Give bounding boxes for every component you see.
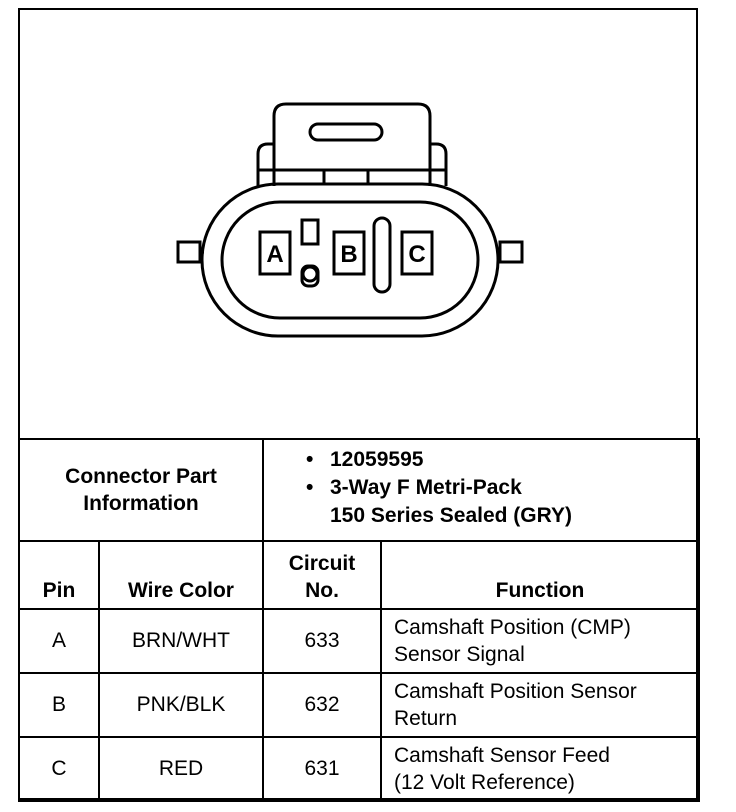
wire-color-cell: RED <box>98 736 264 802</box>
function-cell: Camshaft Sensor Feed (12 Volt Reference) <box>379 736 701 802</box>
pin-label-a: A <box>266 241 283 268</box>
function-line: Sensor Signal <box>394 643 525 666</box>
key-slot <box>300 218 320 246</box>
header-wire-color: Wire Color <box>98 540 264 610</box>
header-circuit: Circuit No. <box>262 540 382 610</box>
connector-latch <box>272 102 432 186</box>
pin-label-c: C <box>408 241 425 268</box>
function-cell: Camshaft Position Sensor Return <box>379 672 701 738</box>
header-row: Pin Wire Color Circuit No. Function <box>18 540 701 610</box>
header-circuit-line1: Circuit <box>288 552 356 575</box>
pin-cell: A <box>18 608 100 674</box>
function-line: Camshaft Sensor Feed <box>394 744 610 767</box>
info-item-description: 3-Way F Metri-Pack 150 Series Sealed (GR… <box>306 474 698 530</box>
function-line: (12 Volt Reference) <box>394 771 575 794</box>
connector-table: Connector Part Information 12059595 3-Wa… <box>18 438 701 802</box>
pin-label-b: B <box>340 241 357 268</box>
circuit-cell: 631 <box>262 736 382 802</box>
info-item-line: 150 Series Sealed (GRY) <box>330 504 573 527</box>
info-label-line2: Information <box>83 492 199 515</box>
side-ear-left <box>176 240 202 264</box>
info-item-line: 3-Way F Metri-Pack <box>330 476 522 499</box>
info-label-cell: Connector Part Information <box>18 438 264 542</box>
pin-cell: C <box>18 736 100 802</box>
connector-face <box>220 200 480 320</box>
circuit-cell: 632 <box>262 672 382 738</box>
pin-cell: B <box>18 672 100 738</box>
header-pin: Pin <box>18 540 100 610</box>
pin-cavity-a <box>258 230 292 276</box>
table-row: B PNK/BLK 632 Camshaft Position Sensor R… <box>18 672 701 738</box>
latch-shoulder-left <box>256 142 274 186</box>
side-ear-right <box>498 240 524 264</box>
connector-diagram: A B C <box>18 8 698 440</box>
function-cell: Camshaft Position (CMP) Sensor Signal <box>379 608 701 674</box>
pin-cavity-c <box>400 230 434 276</box>
function-line: Return <box>394 707 458 730</box>
function-line: Camshaft Position Sensor <box>394 680 637 703</box>
header-function: Function <box>379 540 701 610</box>
latch-slot <box>308 122 384 142</box>
circuit-cell: 633 <box>262 608 382 674</box>
wire-color-cell: BRN/WHT <box>98 608 264 674</box>
table-row: C RED 631 Camshaft Sensor Feed (12 Volt … <box>18 736 701 802</box>
pin-cavity-b <box>332 230 366 276</box>
wire-color-cell: PNK/BLK <box>98 672 264 738</box>
latch-shoulder-right <box>430 142 448 186</box>
info-item-part-number: 12059595 <box>306 446 698 474</box>
connector-housing-outer <box>200 182 500 338</box>
header-circuit-line2: No. <box>305 579 339 602</box>
table-row: A BRN/WHT 633 Camshaft Position (CMP) Se… <box>18 608 701 674</box>
info-row: Connector Part Information 12059595 3-Wa… <box>18 438 701 542</box>
info-list: 12059595 3-Way F Metri-Pack 150 Series S… <box>306 446 698 530</box>
polarizing-rib <box>372 216 392 294</box>
info-label-line1: Connector Part <box>65 465 217 488</box>
function-line: Camshaft Position (CMP) <box>394 616 631 639</box>
info-list-cell: 12059595 3-Way F Metri-Pack 150 Series S… <box>261 438 701 542</box>
info-item-line: 12059595 <box>330 448 424 471</box>
